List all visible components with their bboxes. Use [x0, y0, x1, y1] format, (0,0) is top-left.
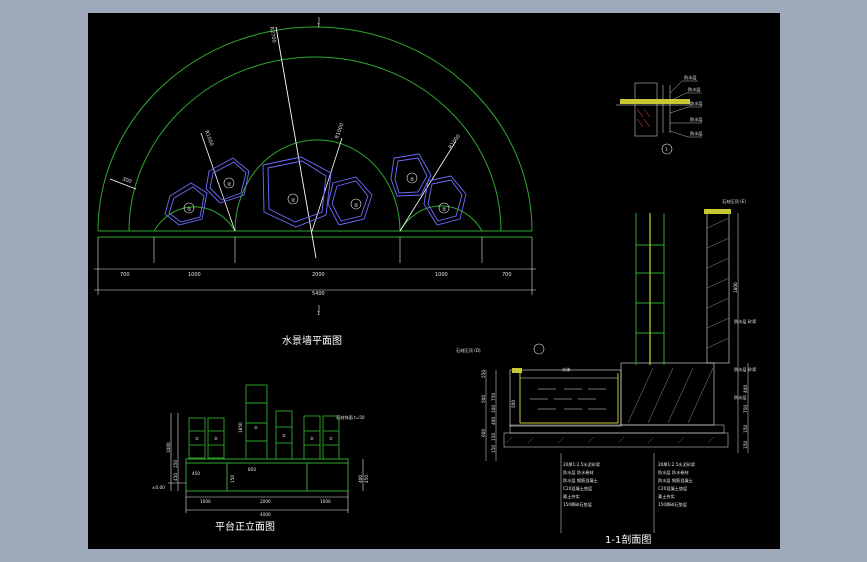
sec-note-left-1: 20厚1:2.5水泥砂浆	[563, 461, 601, 468]
sec-note-right-4: C20混凝土垫层	[658, 485, 687, 492]
sec-dim-left-5: 400	[491, 417, 496, 425]
detail-marker: 1	[665, 147, 668, 152]
radius-label-r2700: R2700	[268, 26, 277, 43]
sec-right-note-2: 防水层 砂浆	[734, 366, 757, 373]
sec-note-left-3: 防水层 钢筋混凝土	[563, 477, 598, 484]
sec-right-note-3: 防水层	[734, 394, 747, 401]
elev-dim-right-450: 450	[364, 475, 369, 483]
elev-dim-total: 4000	[260, 512, 271, 517]
section-top-label: 石材压顶 (E)	[722, 198, 746, 205]
plan-marker-1: ②	[187, 207, 192, 213]
sec-dim-right-4: 150	[743, 441, 748, 449]
elev-dim-bottom-2000: 2000	[260, 499, 271, 504]
elev-dim-left-150: 150	[173, 460, 178, 468]
detail-view	[616, 80, 702, 155]
sec-note-right-3: 防水层 钢筋混凝土	[658, 477, 693, 484]
section-title: 1-1剖面图	[605, 533, 651, 546]
plan-marker-2: ②	[227, 182, 232, 188]
elev-dim-bottom-1000-left: 1000	[200, 499, 211, 504]
elev-marker-4: ②	[282, 433, 286, 438]
sec-dim-right-2: 750	[743, 405, 748, 413]
radius-label-left: R1000	[203, 130, 214, 147]
plan-title: 水景墙平面图	[282, 334, 342, 347]
dim-700-left: 700	[120, 272, 130, 278]
elevation-title: 平台正立面图	[215, 520, 275, 533]
dim-700-right: 700	[502, 272, 512, 278]
detail-label-1: 防水层	[684, 74, 697, 81]
detail-label-3: 防水层	[690, 100, 703, 107]
sec-dim-left-1: 500	[481, 395, 486, 403]
sec-dim-left-8: 150	[491, 445, 496, 453]
elev-dim-left-450: 450	[173, 473, 178, 481]
elev-dim-left-1000: 1000	[166, 442, 171, 453]
detail-label-5: 防水层	[690, 130, 703, 137]
elev-marker-5: ②	[310, 436, 314, 441]
dim-1000-right: 1000	[435, 272, 448, 278]
elev-marker-2: ②	[214, 436, 218, 441]
plan-marker-5: ②	[410, 177, 415, 183]
plan-view	[94, 17, 536, 313]
cad-drawing-canvas[interactable]: 水景墙平面图 1 1 R2700 R1000 R1000 R1000 300 7…	[88, 13, 780, 549]
elevation-labels: 平台正立面图 1000 450 150 1000 2000 1000 4000 …	[152, 414, 369, 533]
sec-dim-left-6: 600	[481, 429, 486, 437]
plan-marker-4: ②	[354, 203, 359, 209]
elev-dim-right-400: 400	[358, 475, 363, 483]
elev-marker-1: ②	[195, 436, 199, 441]
drawing-svg: 水景墙平面图 1 1 R2700 R1000 R1000 R1000 300 7…	[94, 17, 757, 546]
section-water-dim: 500	[511, 400, 516, 408]
detail-label-2: 防水层	[688, 86, 701, 93]
section-view	[485, 209, 749, 533]
section-mark-top: 1	[317, 23, 320, 29]
section-left-label: 石材压顶 (D)	[456, 347, 481, 354]
sec-dim-right-3: 150	[743, 425, 748, 433]
sec-note-right-6: 150厚碎石垫层	[658, 501, 687, 508]
section-water-label: 水体	[562, 366, 571, 373]
elev-dim-inner-850: 850	[248, 467, 256, 472]
sec-note-right-2: 防水层 防水卷材	[658, 469, 689, 476]
sec-dim-left-3: 750	[491, 393, 496, 401]
sec-dim-left-7: 150	[491, 433, 496, 441]
sec-dim-right-1: 400	[743, 385, 748, 393]
sec-note-left-2: 防水层 防水卷材	[563, 469, 594, 476]
detail-label-4: 防水层	[690, 116, 703, 123]
plan-marker-3: ②	[291, 198, 296, 204]
sec-dim-left-4: 100	[491, 405, 496, 413]
elev-dim-inner-450: 450	[192, 471, 200, 476]
elev-dim-bottom-1000-right: 1000	[320, 499, 331, 504]
section-mark-bottom: 1	[317, 311, 320, 317]
plan-marker-6: ②	[442, 207, 447, 213]
radius-label-right: R1000	[448, 133, 462, 150]
sec-note-left-5: 素土夯实	[563, 493, 580, 500]
elevation-view	[168, 384, 364, 513]
sec-note-left-4: C20混凝土垫层	[563, 485, 592, 492]
section-labels: 1-1剖面图 石材压顶 (E) 1800 石材压顶 (D) 水体 500 500…	[456, 198, 757, 546]
elev-dim-inner-150: 150	[230, 475, 235, 483]
dim-1000-left: 1000	[188, 272, 201, 278]
dim-total-5400: 5400	[312, 291, 325, 297]
radius-label-center: R1000	[334, 122, 345, 139]
dim-2000: 2000	[312, 272, 325, 278]
sec-note-right-1: 20厚1:2.5水泥砂浆	[658, 461, 696, 468]
sec-note-left-6: 150厚碎石垫层	[563, 501, 592, 508]
elev-dim-inner-1850: 1850	[238, 422, 243, 433]
elev-marker-3: ②	[254, 425, 258, 430]
section-wall-height: 1800	[733, 282, 738, 293]
sec-dim-left-2: 550	[481, 370, 486, 378]
detail-labels: 1 防水层 防水层 防水层 防水层 防水层	[665, 74, 703, 152]
elev-level: ±0.00	[152, 485, 165, 490]
width-label: 300	[121, 176, 132, 185]
elev-marker-6: ②	[329, 436, 333, 441]
sec-note-right-5: 素土夯实	[658, 493, 675, 500]
sec-right-note-1: 防水层 砂浆	[734, 318, 757, 325]
elev-note: 石材饰面 t=50	[336, 414, 365, 421]
